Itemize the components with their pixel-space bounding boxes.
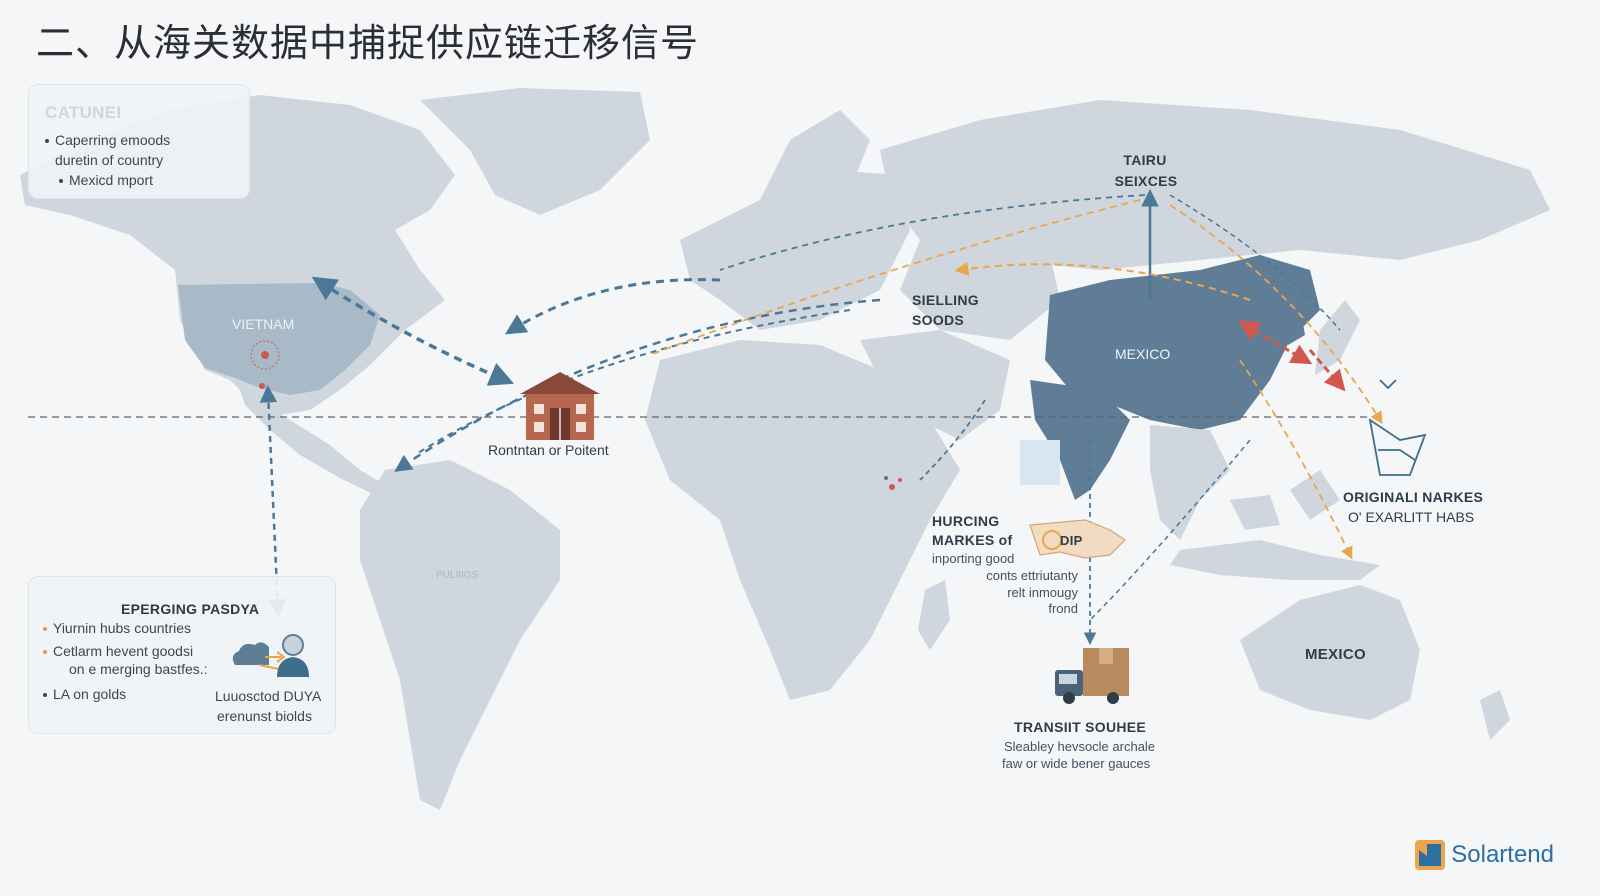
warehouse-icon xyxy=(520,372,600,440)
label-original-2: O' EXARLITT HABS xyxy=(1348,509,1475,525)
emerging-hubs-panel: EPERGING PASDYA Yiurnin hubs countries C… xyxy=(28,576,336,734)
landmass-indonesia xyxy=(1170,540,1380,580)
label-original-1: ORIGINALI NARKES xyxy=(1343,489,1484,505)
origin-tag-icon xyxy=(1029,519,1126,559)
worker-avatar-icon xyxy=(277,634,309,677)
route-vertical-americas xyxy=(259,385,287,617)
route-red-2 xyxy=(1308,349,1346,392)
emerging-caption-2: erenunst biolds xyxy=(217,708,312,724)
route-europe-return xyxy=(504,278,721,335)
label-selling-2: SOODS xyxy=(912,312,965,328)
landmass-australia xyxy=(1240,585,1420,720)
route-asia-south xyxy=(414,309,851,456)
brand-logo: Solartend xyxy=(1415,840,1554,870)
landmass-southeast-asia xyxy=(1150,425,1230,540)
vietnam-marker-icon xyxy=(250,340,280,389)
label-roundtrip: Rontntan or Poitent xyxy=(488,442,609,458)
label-transit-2: Sleabley hevsocle archale xyxy=(1004,739,1156,754)
label-hurcing-2: MARKES of xyxy=(932,532,1013,548)
solartend-logo-icon xyxy=(1415,840,1446,870)
capturing-bullet-1: Caperring emoods xyxy=(45,131,170,150)
label-hurcing-1: HURCING xyxy=(932,513,1000,529)
landmass-africa xyxy=(645,340,960,700)
delivery-truck-icon xyxy=(1055,648,1129,704)
label-hurcing-3: inporting good xyxy=(932,551,1015,566)
emerging-bullet-3: on e merging bastfes.: xyxy=(69,661,208,677)
route-africa-middle xyxy=(919,399,986,481)
label-transit-1: TRANSIIT SOUHEE xyxy=(1014,719,1147,735)
landmass-madagascar xyxy=(918,580,950,650)
landmass-europe xyxy=(680,170,910,330)
route-se-asia-truck xyxy=(1089,439,1251,621)
label-origin-tag: DIP xyxy=(1060,533,1083,548)
route-orange-south xyxy=(1239,359,1353,560)
cloud-icon xyxy=(232,642,286,670)
emerging-bullet-2: Cetlarm hevent goodsi xyxy=(43,642,193,661)
landmass-south-america xyxy=(360,460,560,810)
highlight-mexico-asia-region xyxy=(1045,255,1320,430)
label-hurcing-6: frond xyxy=(1048,601,1078,616)
label-tairu-2: SEIXCES xyxy=(1114,173,1178,189)
label-tairu-1: TAIRU xyxy=(1123,152,1167,168)
emerging-bullet-1: Yiurnin hubs countries xyxy=(43,619,191,638)
emerging-panel-heading: EPERGING PASDYA xyxy=(121,601,260,617)
capturing-bullet-2: duretin of country xyxy=(55,152,164,168)
highlight-india xyxy=(1030,380,1130,500)
brand-name: Solartend xyxy=(1451,841,1554,868)
route-tairu-east xyxy=(1169,194,1341,331)
landmass-middle-east xyxy=(860,330,1010,440)
page-title: 二、从海关数据中捕捉供应链迁移信号 xyxy=(36,21,700,65)
africa-marker-icon xyxy=(884,476,902,490)
route-orange-long xyxy=(649,199,1141,356)
emerging-caption-1: Luuosctod DUYA xyxy=(215,688,322,704)
landmass-greenland xyxy=(420,88,650,215)
landmass-japan xyxy=(1315,300,1360,375)
route-vietnam-warehouse xyxy=(311,276,515,386)
route-red-1 xyxy=(1237,320,1313,365)
label-transit-3: faw or wide bener gauces xyxy=(1002,756,1151,771)
route-warehouse-south xyxy=(394,298,881,472)
label-selling-1: SIELLING xyxy=(912,292,979,308)
label-hurcing-4: conts ettriutanty xyxy=(986,568,1078,583)
label-mexico-asia: MEXICO xyxy=(1115,346,1171,362)
label-south-america-faint: PULIIIGS xyxy=(436,570,479,581)
label-hurcing-5: relt inmougy xyxy=(1007,585,1078,600)
capturing-panel: CATUNEI Caperring emoods duretin of coun… xyxy=(28,84,250,199)
capturing-bullet-3: Mexicd mport xyxy=(59,171,153,190)
ship-route-icon xyxy=(1368,379,1427,476)
capturing-panel-heading: CATUNEI xyxy=(45,103,122,122)
route-orange-europe xyxy=(954,261,1251,301)
emerging-bullet-4: LA on golds xyxy=(43,685,126,704)
landmass-russia xyxy=(880,100,1550,270)
label-vietnam: VIETNAM xyxy=(232,316,295,332)
route-orange-east xyxy=(1169,204,1383,425)
landmass-scandinavia xyxy=(760,110,870,210)
label-mexico-australia: MEXICO xyxy=(1305,646,1366,663)
